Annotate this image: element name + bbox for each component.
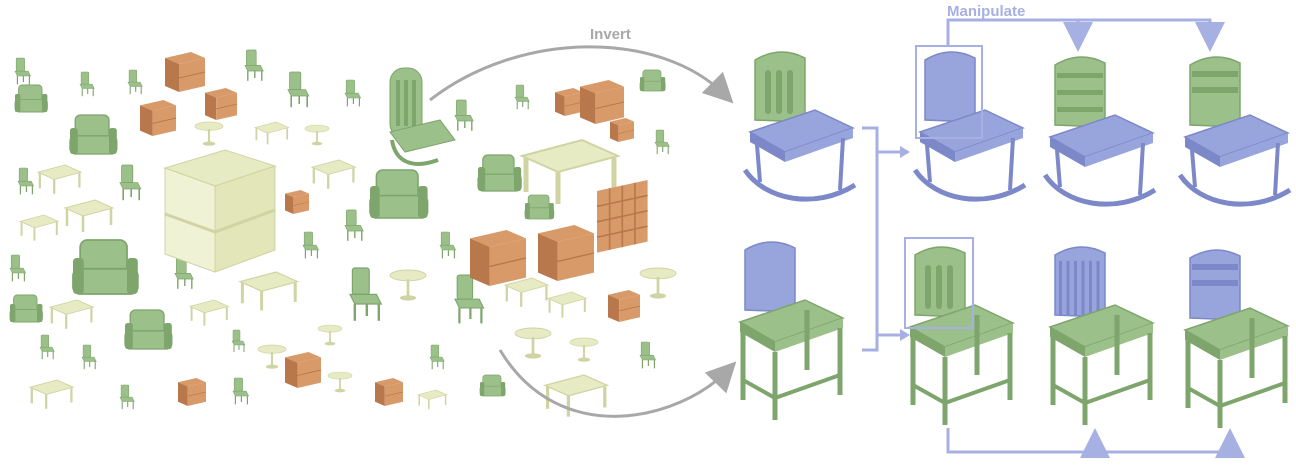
chair-icon <box>344 209 364 241</box>
table-icon <box>18 214 60 241</box>
edited-back-slotted <box>908 246 1015 425</box>
cabinet-icon <box>205 88 238 120</box>
chair-icon <box>454 274 485 324</box>
branch-arrowhead-2 <box>900 329 910 341</box>
armchair-icon <box>479 374 506 397</box>
cabinet-icon <box>538 225 595 281</box>
bookshelf-icon <box>596 180 648 253</box>
chair-icon <box>302 231 320 259</box>
armchair-icon <box>639 69 666 92</box>
rocking-chair-input <box>742 51 857 202</box>
chair-icon <box>79 71 95 97</box>
chair-icon <box>119 384 135 410</box>
table-icon <box>304 124 330 146</box>
invert-arrow-bottom <box>498 349 737 418</box>
table-icon <box>639 267 677 299</box>
table-icon <box>63 199 115 232</box>
table-icon <box>238 271 300 311</box>
invert-arrow-top <box>429 45 734 104</box>
plain-chair-input <box>738 241 845 420</box>
manipulation-grid <box>738 51 1292 428</box>
cabinet-icon <box>580 80 625 124</box>
cabinet-icon <box>555 88 584 116</box>
cabinet-icon <box>140 100 177 136</box>
chair-icon <box>119 164 142 201</box>
chair-icon <box>429 344 445 370</box>
shape-collection <box>9 49 677 417</box>
table-icon <box>36 164 83 194</box>
table-icon <box>194 121 224 146</box>
armchair-icon <box>69 114 118 155</box>
chair-icon <box>639 341 657 369</box>
cabinet-icon <box>285 190 310 214</box>
chair-icon <box>127 69 143 95</box>
edited-back-wide-rails <box>1183 249 1290 428</box>
table-icon <box>327 371 353 393</box>
chair-icon <box>454 99 474 131</box>
edited-back-solid <box>912 51 1027 202</box>
table-icon <box>569 337 599 362</box>
table-icon <box>389 269 427 301</box>
table-icon <box>28 379 75 409</box>
armchair-icon <box>9 294 43 323</box>
chair-icon <box>39 334 55 360</box>
chair-icon <box>654 129 670 155</box>
cabinet-icon <box>610 118 635 142</box>
cabinet-icon <box>375 378 404 406</box>
selection-box-top <box>915 45 983 139</box>
table-icon <box>519 138 621 204</box>
chair-icon <box>9 254 27 282</box>
edited-back-spindles <box>1048 246 1155 425</box>
chair-icon <box>344 79 362 107</box>
cabinet-icon <box>608 290 641 322</box>
chair-icon <box>231 329 246 352</box>
selection-box-bottom <box>904 237 974 329</box>
chair-icon <box>439 231 457 259</box>
table-icon <box>417 389 448 410</box>
chair-icon <box>17 167 35 195</box>
manipulate-arrow-bottom <box>946 428 1245 458</box>
armchair-icon <box>477 154 522 192</box>
table-icon <box>503 277 550 307</box>
table-icon <box>48 299 95 329</box>
chair-icon <box>514 84 530 110</box>
table-icon <box>253 121 290 145</box>
chair-icon <box>81 344 97 370</box>
chair-icon <box>287 71 310 108</box>
chair-icon <box>349 267 383 321</box>
manipulate-label: Manipulate <box>947 3 1026 20</box>
table-icon <box>188 299 230 326</box>
armchair-icon <box>14 84 48 113</box>
table-icon <box>317 324 343 346</box>
armchair-icon <box>369 169 429 219</box>
armchair-icon <box>524 194 555 220</box>
chair-icon <box>244 49 264 81</box>
large-side-table <box>163 149 277 273</box>
rocking-chair-example <box>389 67 456 166</box>
invert-label: Invert <box>590 26 631 43</box>
cabinet-icon <box>178 378 207 406</box>
chair-icon <box>174 257 194 289</box>
chair-icon <box>232 377 250 405</box>
branch-arrowhead-1 <box>900 146 910 158</box>
cabinet-icon <box>165 52 206 92</box>
armchair-icon <box>124 309 173 350</box>
table-icon <box>546 291 588 318</box>
cabinet-icon <box>470 230 527 286</box>
armchair-icon <box>72 239 139 295</box>
table-icon <box>310 159 357 189</box>
table-icon <box>257 344 287 369</box>
chair-icon <box>14 57 32 85</box>
branch-connector-top <box>862 126 900 352</box>
edited-back-two-rails <box>1177 56 1292 207</box>
table-icon <box>514 327 552 359</box>
edited-back-ladder <box>1042 56 1157 207</box>
cabinet-icon <box>285 352 322 388</box>
